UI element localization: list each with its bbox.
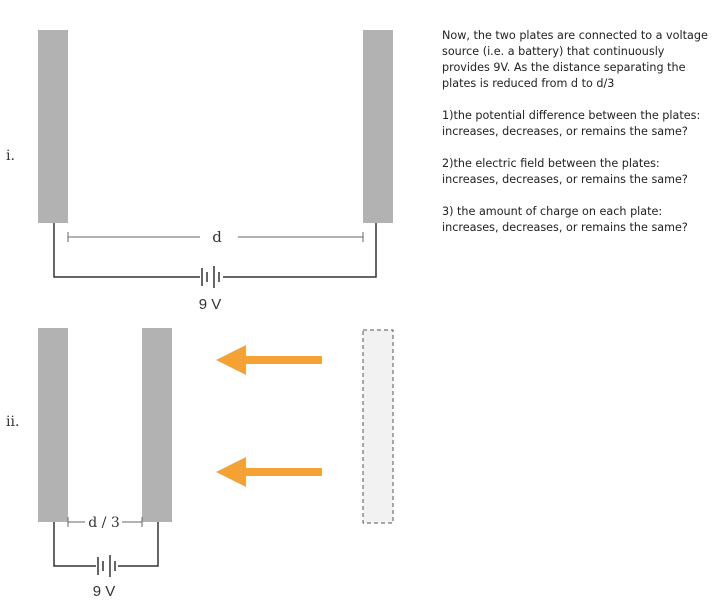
distance-label-d-third: d / 3: [88, 515, 120, 531]
battery-symbol: [201, 266, 220, 288]
question-2: 2)the electric field between the plates:…: [442, 157, 688, 186]
battery-voltage-label: 9 V: [199, 296, 222, 313]
arrow-left-icon: [216, 345, 322, 375]
left-plate: [38, 328, 68, 522]
original-plate-position: [362, 329, 394, 524]
right-plate: [363, 30, 393, 223]
circuit-wire: [53, 223, 377, 278]
battery-symbol: [97, 555, 116, 577]
part-ii-label: ii.: [6, 414, 19, 430]
part-i-label: i.: [6, 148, 15, 164]
distance-label-d: d: [212, 228, 222, 246]
battery-voltage-label: 9 V: [93, 583, 116, 600]
arrow-left-icon: [216, 457, 322, 487]
circuit-wire: [53, 522, 159, 567]
question-3: 3) the amount of charge on each plate: i…: [442, 205, 688, 234]
left-plate: [38, 30, 68, 223]
moved-right-plate: [142, 328, 172, 522]
distance-dimension-line: [67, 232, 364, 242]
question-text-panel: Now, the two plates are connected to a v…: [442, 28, 710, 252]
distance-dimension-line: [67, 517, 143, 527]
intro-paragraph: Now, the two plates are connected to a v…: [442, 29, 708, 90]
question-1: 1)the potential difference between the p…: [442, 109, 701, 138]
